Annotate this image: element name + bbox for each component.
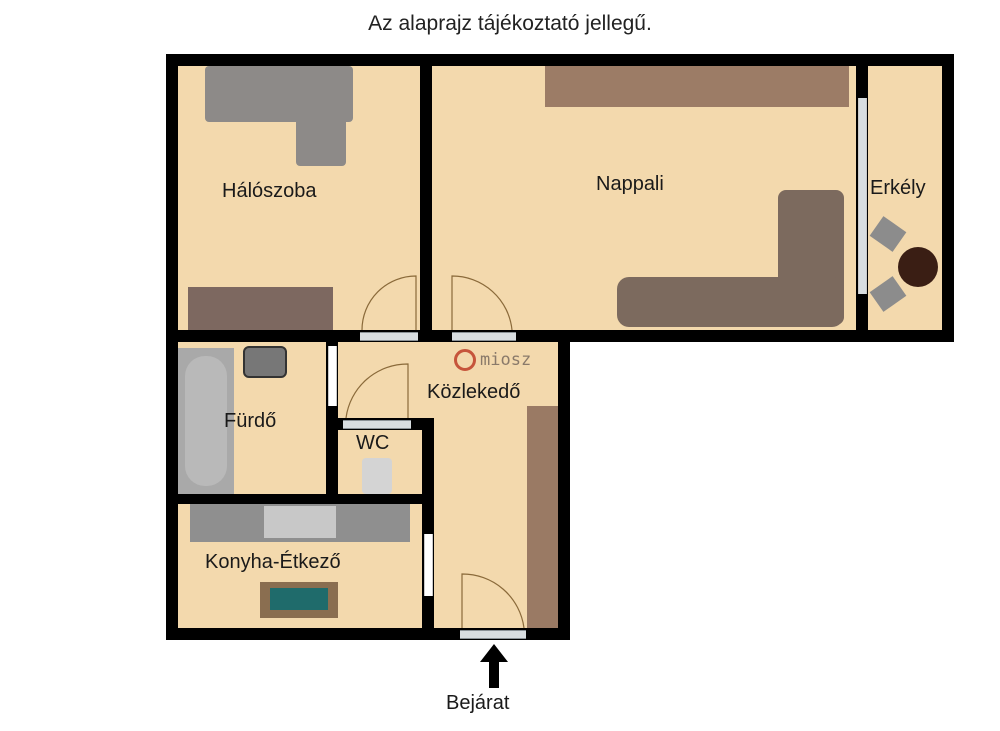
door-wc	[343, 420, 411, 429]
room-label-living: Nappali	[596, 173, 664, 195]
wall-hall-right	[558, 330, 570, 640]
wall-top-left	[166, 54, 954, 66]
room-label-bathroom: Fürdő	[224, 410, 277, 432]
living-corner-sofa-h	[617, 277, 844, 327]
opening-bath	[328, 346, 337, 406]
watermark-text: miosz	[480, 350, 532, 370]
sink	[243, 346, 287, 378]
floorplan-caption: Az alaprajz tájékoztató jellegű.	[368, 12, 652, 35]
wall-bed-living	[420, 54, 432, 342]
door-entrance	[460, 630, 526, 639]
watermark: miosz	[454, 349, 531, 371]
watermark-logo-icon	[454, 349, 476, 371]
door-living	[452, 332, 516, 341]
wall-right-upper	[942, 54, 954, 342]
kitchen-sink	[264, 506, 336, 538]
living-cabinet	[545, 66, 849, 107]
wall-left	[166, 54, 178, 640]
door-bedroom	[360, 332, 418, 341]
room-label-wc: WC	[356, 432, 390, 454]
dining-table-top	[270, 588, 328, 610]
wall-bath-kitchen	[166, 494, 434, 504]
room-label-balcony: Erkély	[870, 177, 926, 199]
room-label-bedroom: Hálószoba	[222, 180, 317, 202]
hall-wardrobe	[527, 406, 558, 628]
bedroom-wardrobe	[188, 287, 333, 330]
toilet	[362, 458, 392, 494]
balcony-table	[898, 247, 938, 287]
bedroom-sofa-ext	[296, 110, 346, 166]
entrance-label: Bejárat	[446, 692, 510, 714]
room-label-hall: Közlekedő	[427, 381, 521, 403]
opening-kitchen	[424, 534, 433, 596]
balcony-door	[858, 98, 867, 294]
bathtub-basin	[185, 356, 227, 486]
room-label-kitchen: Konyha-Étkező	[205, 551, 341, 573]
